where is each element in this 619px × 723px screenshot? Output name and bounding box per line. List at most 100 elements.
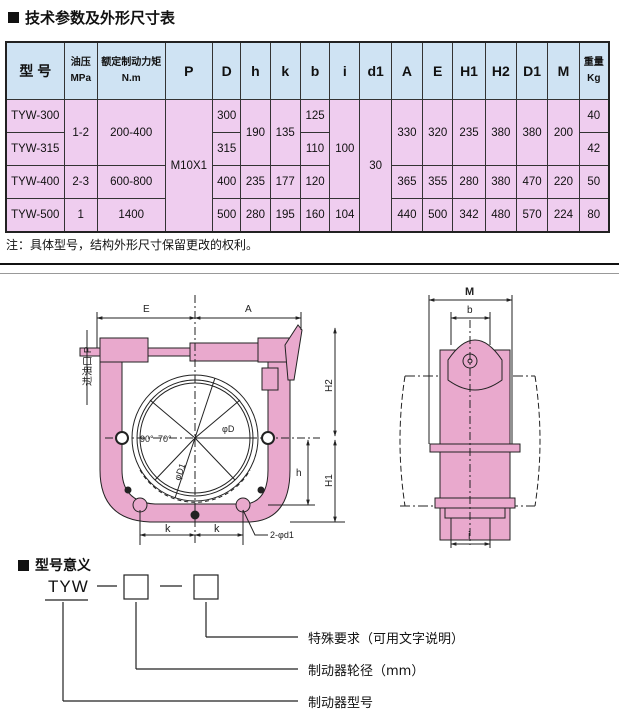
brake-drawing: E A H2 H1 h k k φD φD1 90° 70° 2-φd1 进油口…: [79, 286, 541, 548]
header-H1: H1: [452, 41, 486, 100]
dim-label-h: h: [296, 468, 302, 479]
cell-A: 440: [390, 198, 424, 233]
cell-D: 500: [212, 198, 242, 233]
table-row: TYW-300 1-2 200-400 M10X1 300 190 135 12…: [5, 99, 610, 233]
manual-box: [261, 367, 279, 391]
type-code: TYW: [48, 577, 89, 596]
divider: [0, 263, 619, 265]
legend-model: 制动器型号: [308, 696, 374, 711]
dim-label-H2: H2: [324, 379, 335, 392]
section-title: 技术参数及外形尺寸表: [8, 7, 175, 28]
cell-D1: 570: [515, 198, 549, 233]
header-k: k: [269, 41, 301, 100]
dim-label-i: i: [468, 530, 470, 542]
cell-d1: 30: [359, 99, 392, 233]
cell-pressure: 1-2: [63, 99, 98, 166]
legend-diameter: 制动器轮径（mm）: [308, 664, 425, 679]
cell-A: 330: [390, 99, 424, 166]
cell-k: 177: [269, 165, 301, 199]
cell-torque: 200-400: [96, 99, 166, 166]
cell-E: 500: [422, 198, 454, 233]
dim-label-M: M: [465, 286, 474, 298]
cell-model: TYW-500: [5, 198, 65, 233]
cell-h: 280: [240, 198, 271, 233]
header-h: h: [240, 41, 271, 100]
cell-model: TYW-300: [5, 99, 65, 133]
pivot-pin-icon: [261, 431, 275, 445]
table-row: TYW-315 315 110 42: [5, 132, 610, 166]
dim-label-E: E: [143, 304, 150, 315]
cell-k: 135: [269, 99, 301, 166]
header-H2: H2: [484, 41, 517, 100]
pivot-pin-icon: [115, 431, 129, 445]
cell-b: 160: [299, 198, 331, 233]
cell-weight: 42: [578, 132, 610, 166]
divider: [0, 273, 619, 274]
cell-D1: 470: [515, 165, 549, 199]
cell-H1: 342: [452, 198, 486, 233]
cell-model: TYW-400: [5, 165, 65, 199]
header-b: b: [299, 41, 331, 100]
bullet-square-icon: [8, 12, 19, 23]
mount-hole-icon: [132, 497, 148, 513]
header-D1: D1: [515, 41, 549, 100]
header-i: i: [329, 41, 361, 100]
cell-weight: 40: [578, 99, 610, 133]
header-M: M: [547, 41, 580, 100]
header-d1: d1: [359, 41, 392, 100]
side-view: [399, 295, 541, 548]
cell-k: 195: [269, 198, 301, 233]
cell-D: 400: [212, 165, 242, 199]
actuator: [189, 342, 261, 362]
cell-M: 200: [547, 99, 580, 166]
cell-b: 110: [299, 132, 331, 166]
angle-label-90: 90°: [140, 434, 154, 444]
cell-H1: 235: [452, 99, 486, 166]
code-box-special: [193, 574, 219, 600]
cell-D: 315: [212, 132, 242, 166]
cell-A: 365: [390, 165, 424, 199]
cell-h: 235: [240, 165, 271, 199]
dim-label-k1: k: [165, 523, 171, 535]
holes-label: 2-φd1: [270, 530, 294, 540]
header-A: A: [390, 41, 424, 100]
cell-M: 220: [547, 165, 580, 199]
inlet-label: 进油口 P: [81, 346, 94, 386]
header-D: D: [212, 41, 242, 100]
table-row: TYW-500 1 1400 500 280 195 160 104 440 5…: [5, 198, 610, 233]
dim-label-b: b: [467, 305, 473, 316]
cell-torque: 600-800: [96, 165, 166, 199]
cell-weight: 50: [578, 165, 610, 199]
cell-h: 190: [240, 99, 271, 166]
left-arm-head: [99, 337, 149, 363]
front-view: [79, 295, 345, 545]
cell-b: 120: [299, 165, 331, 199]
cell-D: 300: [212, 99, 242, 133]
cell-i: 100: [329, 99, 361, 199]
cell-D1: 380: [515, 99, 549, 166]
cell-b: 125: [299, 99, 331, 133]
cell-E: 320: [422, 99, 454, 166]
cell-torque: 1400: [96, 198, 166, 233]
dim-label-H1: H1: [324, 474, 335, 487]
header-P: P: [164, 41, 214, 100]
legend-special: 特殊要求（可用文字说明）: [308, 632, 465, 647]
mount-hole-icon: [235, 497, 251, 513]
dim-label-k2: k: [214, 523, 220, 535]
code-box-diameter: [123, 574, 149, 600]
cell-H1: 280: [452, 165, 486, 199]
type-meaning-title: 型号意义: [18, 555, 91, 575]
cell-model: TYW-315: [5, 132, 65, 166]
dim-label-phiD: φD: [222, 424, 235, 434]
cell-H2: 380: [484, 99, 517, 166]
cell-H2: 380: [484, 165, 517, 199]
header-E: E: [422, 41, 454, 100]
release-handle: [284, 324, 303, 381]
table-note: 注：具体型号，结构外形尺寸保留更改的权利。: [6, 238, 259, 252]
right-arm-head: [257, 337, 291, 363]
cell-pressure: 1: [63, 198, 98, 233]
